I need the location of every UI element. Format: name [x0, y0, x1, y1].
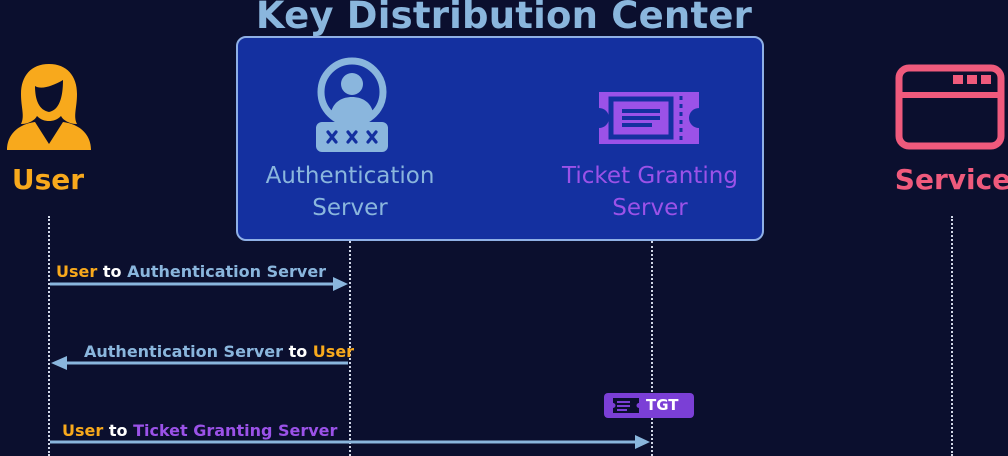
- account-password-icon: [316, 57, 388, 152]
- service-label: Service: [894, 163, 1008, 196]
- message-3-label: User to Ticket Granting Server: [62, 421, 338, 440]
- arrowhead-user-to-as: [333, 277, 348, 291]
- tgs-lifeline: [651, 241, 653, 456]
- service-lifeline: [951, 216, 953, 456]
- ticket-small-icon: [613, 398, 639, 413]
- auth-lifeline: [349, 241, 351, 456]
- tgt-label: TGT: [646, 396, 679, 414]
- user-lifeline: [48, 216, 50, 456]
- diagram-title: Key Distribution Center: [255, 0, 753, 37]
- tgt-badge: TGT: [604, 393, 694, 418]
- arrowhead-as-to-user: [51, 356, 67, 370]
- user-label: User: [11, 163, 85, 196]
- message-2-label: Authentication Server to User: [84, 342, 355, 361]
- ticket-icon: [599, 92, 699, 144]
- browser-window-icon: [895, 64, 1005, 150]
- message-1-label: User to Authentication Server: [56, 262, 327, 281]
- arrowhead-user-to-tgs: [635, 435, 650, 449]
- user-icon: [7, 64, 91, 150]
